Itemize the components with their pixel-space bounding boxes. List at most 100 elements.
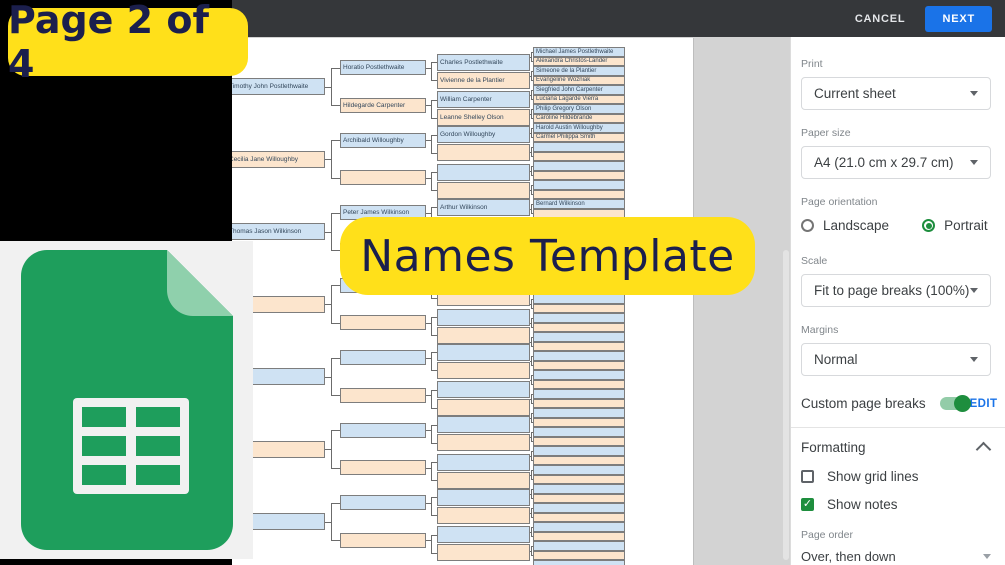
scale-dropdown[interactable]: Fit to page breaks (100%) [801, 274, 991, 307]
tree-connector [531, 146, 532, 158]
show-notes-checkbox[interactable]: ✓ Show notes [801, 496, 991, 512]
tree-connector [531, 450, 533, 452]
tree-connector [531, 393, 532, 405]
radio-landscape[interactable]: Landscape [801, 218, 889, 233]
tree-connector [531, 507, 533, 509]
cancel-button[interactable]: CANCEL [854, 12, 906, 25]
tree-name-box: Cecilia Jane Willoughby [226, 150, 325, 168]
show-grid-lines-checkbox[interactable]: Show grid lines [801, 468, 991, 484]
radio-landscape-label: Landscape [823, 218, 890, 233]
tree-connector [531, 308, 533, 310]
tree-empty-box [533, 541, 625, 551]
tree-empty-box [340, 422, 426, 438]
tree-empty-box [533, 142, 625, 152]
tree-empty-box [437, 526, 530, 543]
chevron-down-icon [970, 160, 978, 165]
tree-empty-box [533, 408, 625, 418]
tree-connector [531, 469, 533, 471]
tree-connector [531, 61, 533, 63]
tree-connector [431, 207, 437, 208]
tree-connector [431, 172, 437, 173]
tree-connector [331, 395, 340, 396]
tree-empty-box [533, 503, 625, 513]
tree-connector [325, 521, 331, 523]
tree-connector [531, 336, 532, 348]
tree-connector [331, 430, 340, 431]
tree-connector [431, 389, 432, 409]
tree-empty-box [533, 360, 625, 370]
tree-connector [431, 117, 437, 119]
page-number-badge: Page 2 of 4 [8, 0, 248, 86]
paper-size-dropdown[interactable]: A4 (21.0 cm x 29.7 cm) [801, 146, 991, 179]
tree-name-box: Vivienne de la Plantier [437, 71, 530, 89]
tree-connector [531, 555, 533, 557]
tree-name-box: Carmel Philippa Smith [533, 132, 625, 142]
custom-page-breaks-row: Custom page breaks EDIT [801, 395, 997, 412]
tree-empty-box [437, 488, 530, 506]
tree-name-box: Gordon Willoughby [437, 126, 530, 143]
page-order-select[interactable]: Over, then down [801, 544, 991, 565]
tree-connector [431, 534, 432, 554]
tree-connector [431, 134, 437, 136]
tree-connector [431, 62, 432, 81]
tree-name-box: Simeone de la Plantier [533, 66, 625, 76]
custom-page-breaks-toggle[interactable] [939, 395, 971, 412]
tree-connector [331, 250, 340, 251]
tree-connector [325, 159, 331, 160]
tree-connector [531, 498, 533, 500]
tree-connector [531, 412, 532, 424]
tree-connector [331, 430, 332, 469]
print-label: Print [801, 58, 823, 70]
tree-connector [531, 184, 532, 196]
paper-size-dropdown-value: A4 (21.0 cm x 29.7 cm) [814, 155, 954, 170]
tree-empty-box [437, 381, 530, 398]
tree-name-box: Luciana Lagarde Vierra [533, 94, 625, 104]
radio-icon [922, 219, 936, 232]
tree-connector [531, 403, 533, 405]
show-grid-lines-label: Show grid lines [827, 468, 919, 484]
tree-connector [531, 89, 532, 101]
preview-scrollbar[interactable] [783, 250, 789, 560]
tree-empty-box [533, 550, 625, 560]
tree-connector [531, 336, 533, 338]
edit-page-breaks-link[interactable]: EDIT [969, 397, 998, 410]
chevron-down-icon [983, 553, 991, 559]
tree-connector [531, 536, 533, 538]
tree-connector [331, 212, 332, 251]
tree-empty-box [533, 370, 625, 380]
formatting-section-header[interactable]: Formatting [801, 440, 992, 458]
tree-empty-box [437, 399, 530, 416]
next-button[interactable]: NEXT [925, 5, 992, 32]
tree-connector [431, 424, 432, 444]
tree-empty-box [533, 522, 625, 532]
tree-connector [431, 462, 437, 463]
tree-connector [426, 430, 431, 431]
tree-empty-box [533, 436, 625, 446]
tree-empty-box [437, 434, 530, 451]
tree-connector [331, 67, 332, 106]
tree-connector [531, 70, 532, 82]
tree-connector [426, 467, 431, 469]
tree-connector [431, 80, 437, 81]
tree-connector [531, 165, 533, 167]
tree-empty-box [533, 180, 625, 190]
tree-connector [325, 376, 331, 378]
template-title-banner: Names Template [340, 217, 755, 295]
tree-connector [431, 389, 437, 391]
tree-connector [531, 298, 532, 310]
margins-dropdown[interactable]: Normal [801, 343, 991, 376]
tree-empty-box [533, 560, 625, 565]
print-dropdown[interactable]: Current sheet [801, 77, 991, 110]
tree-connector [531, 118, 533, 120]
show-notes-label: Show notes [827, 496, 898, 512]
tree-connector [431, 152, 437, 154]
tree-empty-box [437, 144, 530, 161]
tree-empty-box [533, 465, 625, 475]
tree-empty-box [437, 453, 530, 471]
tree-name-box: Charles Postlethwaite [437, 53, 530, 71]
tree-connector [531, 137, 533, 139]
margins-label: Margins [801, 324, 839, 336]
tree-connector [531, 317, 532, 329]
tree-name-box: Archibald Willoughby [340, 132, 426, 148]
radio-portrait[interactable]: Portrait [922, 218, 988, 233]
